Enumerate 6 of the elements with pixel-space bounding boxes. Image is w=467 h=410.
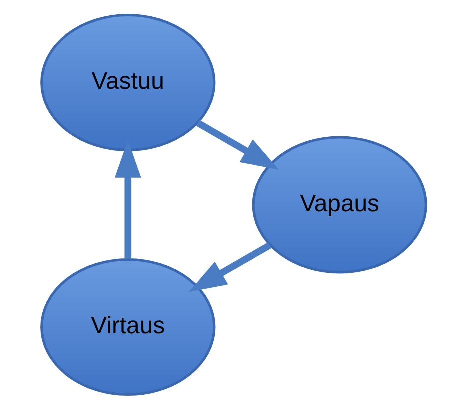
node-ellipse: Virtaus	[40, 258, 216, 396]
arrow	[196, 120, 278, 170]
arrow	[188, 242, 272, 292]
arrow	[114, 140, 141, 260]
node-ellipse: Vastuu	[40, 14, 216, 152]
node-ellipse: Vapaus	[252, 136, 427, 274]
